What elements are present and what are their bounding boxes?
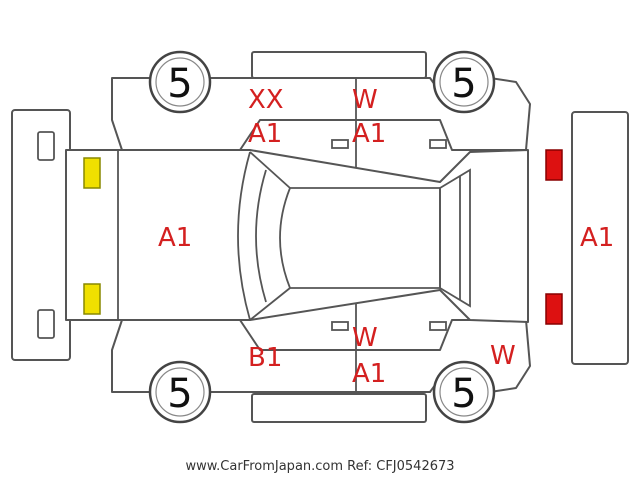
front-light-top: [83, 157, 101, 189]
mark-hood: A1: [158, 223, 192, 253]
rear-light-bottom: [545, 293, 563, 325]
rear-light-top: [545, 149, 563, 181]
tire-rear-left-score: 5: [167, 371, 192, 417]
mark-top-right-w: W: [352, 85, 378, 115]
front-light-bottom: [83, 283, 101, 315]
mark-top-right-a1: A1: [352, 119, 386, 149]
mark-rear-corner-w: W: [490, 341, 516, 371]
tire-front-left-score: 5: [167, 61, 192, 107]
rear-bumper: [571, 111, 629, 365]
car-body-top-view: [65, 149, 529, 323]
tire-rear-right-score: 5: [451, 371, 476, 417]
front-bumper: [11, 109, 71, 361]
mark-rear: A1: [580, 223, 614, 253]
mark-bottom-right-w: W: [352, 323, 378, 353]
mark-bottom-right-a1: A1: [352, 359, 386, 389]
mark-top-left-a1: A1: [248, 119, 282, 149]
tire-front-right: 5: [432, 50, 496, 114]
mark-bottom-left-b1: B1: [248, 343, 282, 373]
mark-top-left-xx: XX: [248, 85, 284, 115]
bottom-side-panel: [111, 288, 531, 423]
tire-front-right-score: 5: [451, 61, 476, 107]
tire-rear-right: 5: [432, 360, 496, 424]
tire-front-left: 5: [148, 50, 212, 114]
footer-reference: www.CarFromJapan.com Ref: CFJ0542673: [185, 459, 454, 474]
tire-rear-left: 5: [148, 360, 212, 424]
